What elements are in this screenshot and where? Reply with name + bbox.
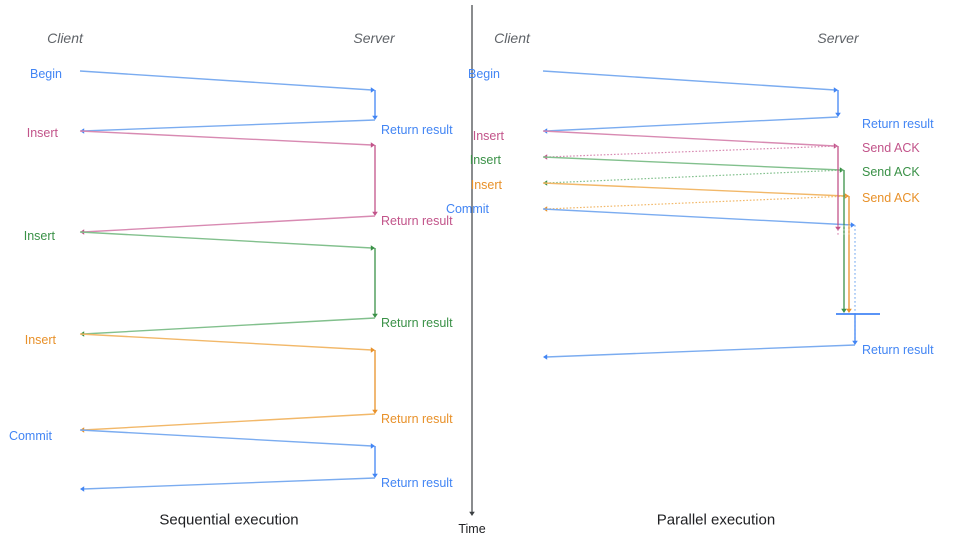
panel-caption-parallel: Parallel execution [656, 511, 776, 529]
message-arrow-parallel-0-head [833, 87, 838, 93]
message-arrow-sequential-9 [82, 477, 376, 490]
server-activation-parallel-0-head [835, 226, 841, 231]
message-arrow-parallel-0 [542, 70, 836, 91]
message-label-sequential-2: Insert [26, 126, 58, 140]
message-arrow-parallel-1-activation-head [835, 112, 841, 117]
message-arrow-sequential-0-head [370, 87, 375, 93]
message-label-parallel-4: Insert [469, 153, 501, 167]
message-arrow-sequential-5 [82, 317, 376, 335]
message-label-sequential-5: Return result [381, 316, 453, 330]
message-arrow-sequential-1-activation-head [372, 115, 378, 120]
message-label-sequential-4: Insert [23, 229, 55, 243]
message-arrow-sequential-0 [79, 70, 373, 91]
message-label-parallel-2: Insert [472, 129, 504, 143]
message-arrow-sequential-8-head [370, 443, 375, 449]
lane-title-client-parallel: Client [494, 30, 530, 46]
message-arrow-sequential-6 [79, 333, 373, 351]
lane-title-client-sequential: Client [47, 30, 83, 46]
message-label-sequential-1: Return result [381, 123, 453, 137]
message-arrow-parallel-8 [542, 208, 853, 226]
message-arrow-parallel-8-head [850, 222, 855, 228]
time-axis-arrow-icon [469, 511, 475, 516]
message-label-sequential-7: Return result [381, 412, 453, 426]
message-arrow-parallel-9-head [543, 354, 548, 360]
message-arrow-sequential-8 [79, 429, 373, 447]
message-label-sequential-6: Insert [24, 333, 56, 347]
message-label-sequential-9: Return result [381, 476, 453, 490]
message-arrow-parallel-5 [545, 169, 845, 184]
panel-parallel [542, 70, 880, 360]
message-label-parallel-9: Return result [862, 343, 934, 357]
lane-title-server-sequential: Server [353, 30, 395, 46]
message-label-sequential-8: Commit [8, 429, 52, 443]
lane-title-server-parallel: Server [817, 30, 859, 46]
message-arrow-parallel-2 [542, 130, 836, 147]
message-label-parallel-0: Begin [468, 67, 500, 81]
server-activation-parallel-7-head [852, 340, 858, 345]
message-arrow-sequential-9-activation-head [372, 473, 378, 478]
message-arrow-sequential-2 [79, 130, 373, 146]
time-axis-label: Time [458, 522, 486, 536]
message-arrow-sequential-1 [82, 119, 376, 132]
server-activation-parallel-2-head [846, 308, 852, 313]
message-arrow-sequential-6-head [370, 347, 375, 353]
message-label-sequential-3: Return result [381, 214, 453, 228]
server-activation-parallel-1-head [841, 308, 847, 313]
message-label-parallel-5: Send ACK [862, 165, 920, 179]
message-label-parallel-1: Return result [862, 117, 934, 131]
message-arrow-sequential-7 [82, 413, 376, 431]
message-arrow-sequential-2-head [370, 142, 375, 148]
message-label-parallel-3: Send ACK [862, 141, 920, 155]
panel-sequential [79, 70, 378, 492]
message-arrow-parallel-6 [542, 182, 847, 197]
message-label-parallel-6: Insert [470, 178, 502, 192]
message-arrow-sequential-3 [82, 215, 376, 233]
message-arrow-sequential-3-activation-head [372, 211, 378, 216]
message-arrow-parallel-4 [542, 156, 842, 171]
message-arrow-sequential-7-activation-head [372, 409, 378, 414]
message-label-parallel-8: Commit [445, 202, 489, 216]
message-arrow-parallel-7 [545, 195, 850, 210]
message-arrow-sequential-4 [79, 231, 373, 249]
message-arrow-parallel-9 [545, 344, 856, 358]
message-label-parallel-7: Send ACK [862, 191, 920, 205]
message-arrow-parallel-3 [545, 145, 839, 158]
message-arrow-parallel-6-head [844, 193, 849, 199]
message-arrow-sequential-5-activation-head [372, 313, 378, 318]
message-label-sequential-0: Begin [30, 67, 62, 81]
message-arrow-sequential-9-head [80, 486, 85, 492]
panel-caption-sequential: Sequential execution [159, 511, 299, 529]
message-arrow-parallel-1 [545, 116, 839, 132]
message-arrow-sequential-4-head [370, 245, 375, 251]
